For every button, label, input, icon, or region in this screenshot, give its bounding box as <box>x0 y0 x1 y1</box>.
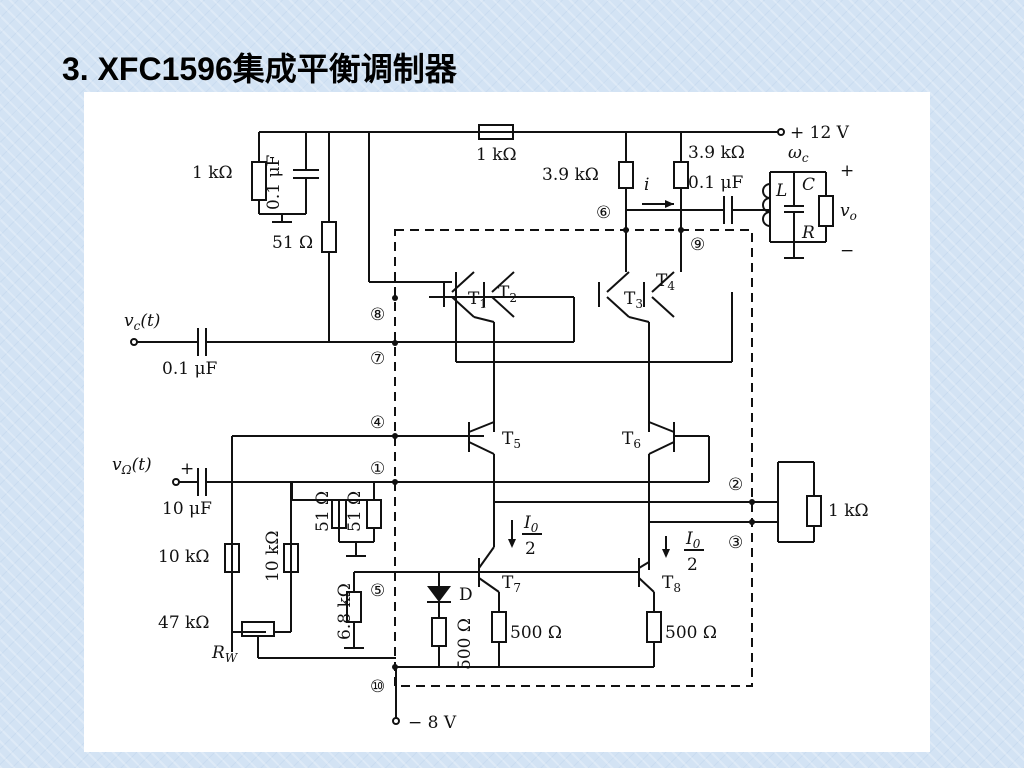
resistor-51a-label: 51 Ω <box>313 491 333 532</box>
collector-resistors <box>618 132 689 232</box>
i0-left-label: I0 <box>523 513 539 535</box>
current-sources <box>344 520 670 668</box>
t3-label: T3 <box>624 289 643 311</box>
pin-9: ⑨ <box>690 235 705 255</box>
circuit-schematic: + 12 V 1 kΩ 1 kΩ 0.1 μF 51 Ω 3.9 kΩ 3.9 … <box>112 123 869 733</box>
cap-in2-label: 10 μF <box>162 499 212 519</box>
t7-label: T7 <box>502 573 521 595</box>
i0-right-label: I0 <box>685 529 701 551</box>
resistor-top <box>478 124 514 140</box>
tank-c-label: C <box>802 175 815 195</box>
pin-junctions <box>392 227 755 670</box>
t6-label: T6 <box>622 429 641 451</box>
t8-label: T8 <box>662 573 681 595</box>
tank-r-label: R <box>801 223 815 243</box>
i0-right-den: 2 <box>687 555 698 575</box>
resistor-top-label: 1 kΩ <box>476 145 517 165</box>
i0-left-den: 2 <box>525 539 536 559</box>
resistor-10a-label: 10 kΩ <box>158 547 209 567</box>
pin-7: ⑦ <box>370 349 385 369</box>
pin-3: ③ <box>728 533 743 553</box>
resistor-68-label: 6.8 kΩ <box>335 583 355 640</box>
t4-label: T4 <box>656 271 675 293</box>
rw-label: RW <box>211 643 239 665</box>
pin-6: ⑥ <box>596 203 611 223</box>
t2-label: T2 <box>498 283 517 305</box>
carrier-input <box>130 328 429 356</box>
ic-boundary <box>394 229 753 687</box>
pin-2: ② <box>728 475 743 495</box>
vomega-label: vΩ(t) <box>112 455 152 477</box>
cap-in1-label: 0.1 μF <box>162 359 217 379</box>
vc-label: vc(t) <box>124 311 160 333</box>
t1-label: T1 <box>468 289 487 311</box>
vo-label: vo <box>840 201 857 223</box>
resistor-39a-label: 3.9 kΩ <box>542 165 599 185</box>
t5-label: T5 <box>502 429 521 451</box>
resistor-left-label: 1 kΩ <box>192 163 233 183</box>
pin-1: ① <box>370 459 385 479</box>
supply-rail-top <box>259 128 785 136</box>
resistor-51b-label: 51 Ω <box>345 491 365 532</box>
switching-quad <box>429 232 733 432</box>
resistor-500b-label: 500 Ω <box>665 623 717 643</box>
resistor-47-label: 47 kΩ <box>158 613 209 633</box>
resistor-10b-label: 10 kΩ <box>263 531 283 582</box>
resistor-51-label: 51 Ω <box>272 233 313 253</box>
slide-title: 3. XFC1596集成平衡调制器 <box>62 51 457 87</box>
pin-4: ④ <box>370 413 385 433</box>
pin-8: ⑧ <box>370 305 385 325</box>
omega-label: ωc <box>788 143 809 165</box>
vo-plus: + <box>840 161 854 181</box>
output-coupling <box>626 196 770 224</box>
cap-out-label: 0.1 μF <box>688 173 743 193</box>
lc-tank <box>762 171 834 259</box>
gain-network <box>494 461 822 543</box>
circuit-panel: + 12 V 1 kΩ 1 kΩ 0.1 μF 51 Ω 3.9 kΩ 3.9 … <box>84 92 930 752</box>
cap-left-label: 0.1 μF <box>264 155 284 210</box>
tank-l-label: L <box>775 181 787 201</box>
pin-5: ⑤ <box>370 581 385 601</box>
negative-supply <box>392 667 400 725</box>
resistor-1k-right-label: 1 kΩ <box>828 501 869 521</box>
vo-minus: − <box>840 241 854 261</box>
bias-divider <box>224 482 396 659</box>
vomega-plus: + <box>180 459 194 479</box>
resistor-39b-label: 3.9 kΩ <box>688 143 745 163</box>
diode-label: D <box>459 585 473 605</box>
current-label: i <box>644 175 649 195</box>
left-bias-network <box>251 132 452 342</box>
supply-neg-label: − 8 V <box>408 713 457 733</box>
supply-pos-label: + 12 V <box>790 123 850 143</box>
resistor-500a-label: 500 Ω <box>510 623 562 643</box>
resistor-500d-label: 500 Ω <box>455 618 475 670</box>
pin-10: ⑩ <box>370 677 385 697</box>
